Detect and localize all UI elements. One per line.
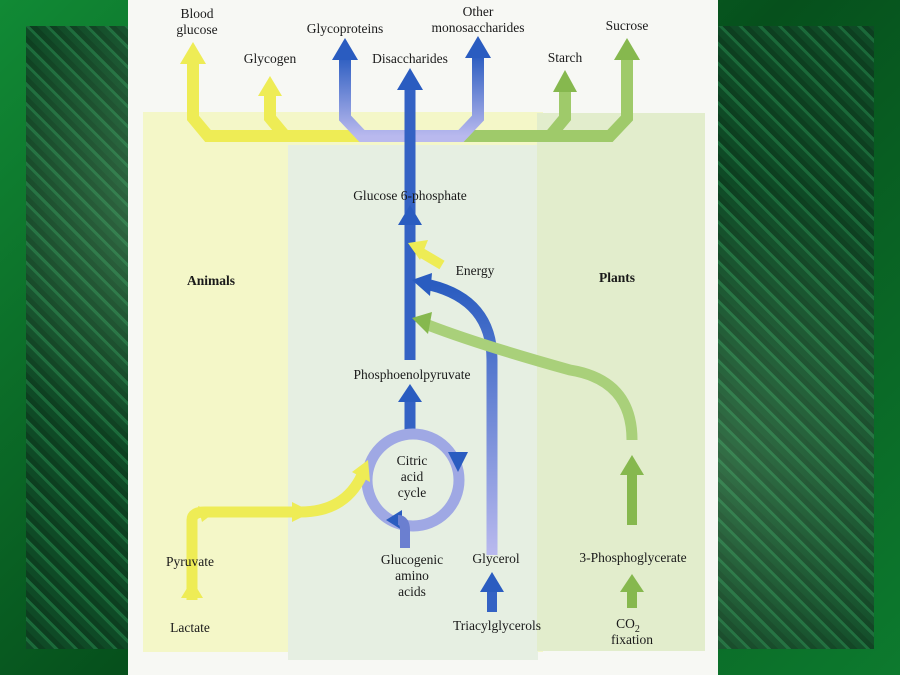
animal-output-arrows xyxy=(187,62,410,142)
label-starch: Starch xyxy=(548,50,583,65)
label-blood-glucose-1: Blood xyxy=(180,6,213,21)
label-other-mono-2: monosaccharides xyxy=(432,20,525,35)
label-glycoproteins: Glycoproteins xyxy=(307,21,384,36)
label-co2: CO2 xyxy=(616,616,640,635)
label-glucogenic-2: amino xyxy=(395,568,429,583)
label-disaccharides: Disaccharides xyxy=(372,51,448,66)
label-lactate: Lactate xyxy=(170,620,210,635)
label-plants: Plants xyxy=(599,270,635,285)
label-animals: Animals xyxy=(187,273,235,288)
label-citric-3: cycle xyxy=(398,485,426,500)
label-glucogenic-1: Glucogenic xyxy=(381,552,443,567)
label-citric-2: acid xyxy=(401,469,424,484)
label-glucogenic-3: acids xyxy=(398,584,426,599)
label-other-mono-1: Other xyxy=(463,4,494,19)
label-phosphoenolpyruvate: Phosphoenolpyruvate xyxy=(354,367,471,382)
label-glucose-6-phosphate: Glucose 6-phosphate xyxy=(353,188,467,203)
co2-subscript: 2 xyxy=(635,624,640,635)
label-3-phosphoglycerate: 3-Phosphoglycerate xyxy=(579,550,686,565)
plants-zone xyxy=(537,113,705,651)
label-glycogen: Glycogen xyxy=(244,51,297,66)
label-blood-glucose-2: glucose xyxy=(176,22,217,37)
label-fixation: fixation xyxy=(611,632,653,647)
label-citric-1: Citric xyxy=(397,453,428,468)
label-energy: Energy xyxy=(456,263,495,278)
co2-text: CO xyxy=(616,616,635,631)
label-triacylglycerols: Triacylglycerols xyxy=(453,618,541,633)
label-pyruvate: Pyruvate xyxy=(166,554,214,569)
label-glycerol: Glycerol xyxy=(472,551,519,566)
label-sucrose: Sucrose xyxy=(606,18,649,33)
plant-output-arrows xyxy=(410,58,633,142)
